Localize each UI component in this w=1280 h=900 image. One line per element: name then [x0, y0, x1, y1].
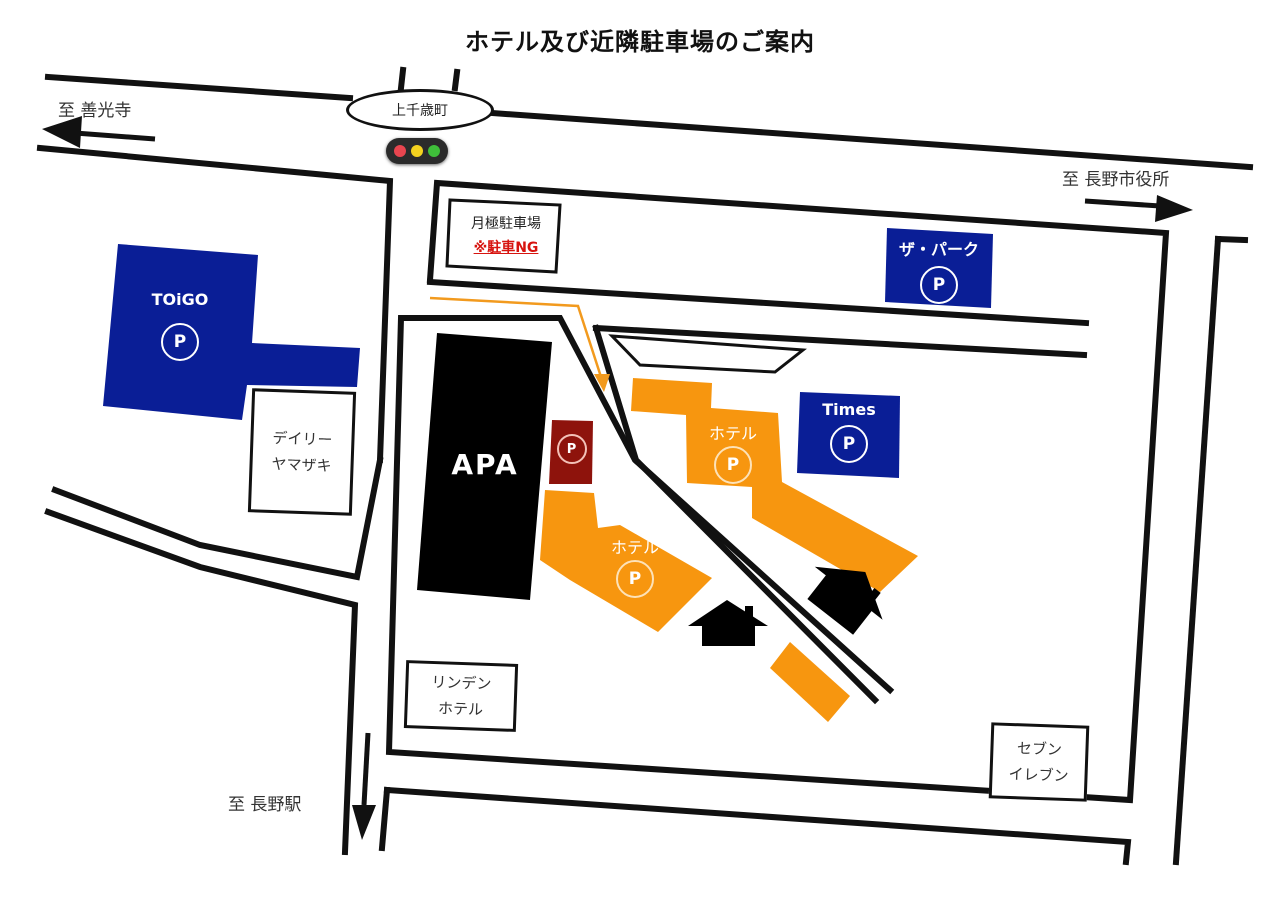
apa-logo: APA: [451, 448, 519, 481]
toigo-parking-shape: [103, 244, 360, 420]
toigo-name: TOiGO: [151, 290, 209, 309]
arrow-west-icon: [42, 116, 156, 148]
daily-yamazaki-store: デイリー ヤマザキ: [247, 388, 357, 516]
linden-hotel-line1: リンデン: [431, 672, 492, 694]
apa-parking[interactable]: P: [551, 434, 592, 464]
apa-hotel[interactable]: APA: [430, 448, 540, 481]
house-icon: [807, 566, 883, 635]
seven-eleven-line2: イレブン: [1008, 764, 1069, 786]
signal-red-lamp: [394, 145, 407, 157]
intersection-oval: 上千歳町: [346, 89, 494, 131]
hotel-lot-north-shape: [631, 378, 918, 592]
signal-green-lamp: [427, 145, 440, 157]
times-parking[interactable]: Times P: [800, 400, 898, 463]
traffic-island: [608, 334, 807, 374]
hotel-parking-south[interactable]: ホテル P: [590, 534, 680, 598]
seven-eleven-store: セブン イレブン: [988, 722, 1090, 802]
house-icon: [688, 600, 768, 646]
parking-p-icon: P: [714, 446, 752, 484]
linden-hotel: リンデン ホテル: [403, 660, 519, 732]
hotel-parking-north[interactable]: ホテル P: [688, 420, 778, 484]
linden-hotel-line2: ホテル: [437, 699, 484, 719]
page-title: ホテル及び近隣駐車場のご案内: [465, 28, 815, 56]
parking-p-icon: P: [830, 425, 868, 463]
direction-south-label: 至 長野駅: [228, 795, 302, 815]
signal-yellow-lamp: [410, 145, 423, 157]
the-park-parking[interactable]: ザ・パーク P: [887, 236, 991, 304]
parking-p-icon: P: [556, 434, 587, 464]
direction-east-label: 至 長野市役所: [1062, 170, 1170, 190]
hotel-parking-south-name: ホテル: [610, 538, 659, 557]
times-name: Times: [822, 400, 876, 419]
route-path: [429, 296, 604, 381]
toigo-parking[interactable]: TOiGO P: [130, 290, 230, 361]
parking-p-icon: P: [161, 323, 199, 361]
hotel-lot-strip-shape: [770, 642, 850, 722]
road-lines: [36, 66, 1254, 866]
route-arrowhead-icon: [594, 374, 610, 392]
the-park-name: ザ・パーク: [898, 240, 979, 259]
hotel-parking-north-name: ホテル: [708, 424, 757, 443]
arrow-east-icon: [1084, 195, 1193, 222]
monthly-parking-warning: ※駐車NG: [473, 240, 539, 256]
monthly-parking-name: 月極駐車場: [471, 216, 541, 232]
daily-yamazaki-line1: デイリー: [272, 428, 333, 450]
parking-p-icon: P: [920, 266, 958, 304]
direction-west-label: 至 善光寺: [58, 101, 132, 121]
traffic-signal-icon: [386, 138, 448, 164]
apa-hotel-building: [417, 333, 552, 600]
monthly-parking-label: 月極駐車場 ※駐車NG: [458, 212, 554, 260]
arrow-south-icon: [352, 732, 376, 840]
parking-p-icon: P: [616, 560, 654, 598]
intersection-name: 上千歳町: [392, 103, 448, 119]
monthly-parking-outline: [445, 198, 562, 274]
seven-eleven-line1: セブン: [1016, 739, 1063, 759]
daily-yamazaki-line2: ヤマザキ: [271, 454, 332, 476]
